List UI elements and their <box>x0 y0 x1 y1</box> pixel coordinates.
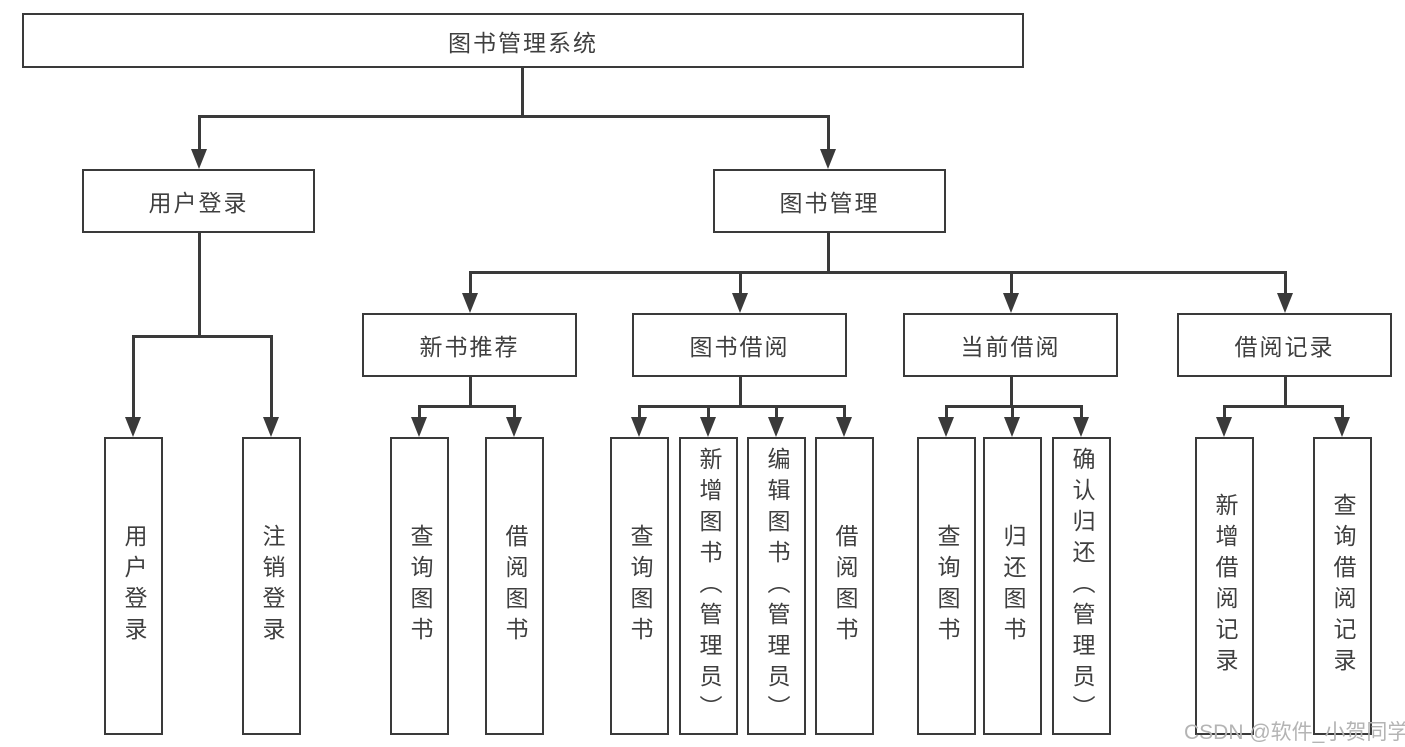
leaf-borrow-books: 借阅图书 <box>815 437 874 735</box>
connector-hline <box>468 270 1287 274</box>
node-label: 借阅图书 <box>502 524 528 648</box>
node-library-management-system: 图书管理系统 <box>22 13 1024 68</box>
node-label: 用户登录 <box>148 190 249 216</box>
leaf-add-books-admin: 新增图书（管理员） <box>679 437 738 735</box>
arrowhead-down-icon <box>631 417 647 437</box>
connector-hline <box>417 404 516 408</box>
connector-arrow-shaft <box>826 116 830 155</box>
connector-arrow-shaft <box>944 406 948 423</box>
leaf-user-login: 用户登录 <box>104 437 163 735</box>
arrowhead-down-icon <box>700 417 716 437</box>
leaf-query-books-borrowing: 查询图书 <box>610 437 669 735</box>
connector-arrow-shaft <box>512 406 516 423</box>
connector-hline <box>197 114 830 118</box>
connector-arrow-shaft <box>842 406 846 423</box>
arrowhead-down-icon <box>1004 417 1020 437</box>
connector-arrow-shaft <box>468 272 472 299</box>
leaf-add-borrow-record: 新增借阅记录 <box>1195 437 1254 735</box>
node-book-management: 图书管理 <box>713 169 946 233</box>
connector-arrow-shaft <box>1009 272 1013 299</box>
leaf-borrow-books-recommend: 借阅图书 <box>485 437 544 735</box>
connector-arrow-shaft <box>1340 406 1344 423</box>
leaf-edit-books-admin: 编辑图书（管理员） <box>747 437 806 735</box>
connector-arrow-shaft <box>269 336 273 423</box>
arrowhead-down-icon <box>820 149 836 169</box>
node-label: 图书管理 <box>779 190 880 216</box>
connector-arrow-shaft <box>1222 406 1226 423</box>
watermark: CSDN @软件_小贺同学 <box>1184 721 1405 744</box>
arrowhead-down-icon <box>732 293 748 313</box>
leaf-return-books: 归还图书 <box>983 437 1042 735</box>
arrowhead-down-icon <box>1216 417 1232 437</box>
arrowhead-down-icon <box>411 417 427 437</box>
arrowhead-down-icon <box>506 417 522 437</box>
connector-arrow-shaft <box>1079 406 1083 423</box>
leaf-query-borrow-record: 查询借阅记录 <box>1313 437 1372 735</box>
node-label: 新书推荐 <box>419 334 520 360</box>
arrowhead-down-icon <box>1003 293 1019 313</box>
connector-arrow-shaft <box>417 406 421 423</box>
connector-arrow-shaft <box>738 272 742 299</box>
node-label: 查询借阅记录 <box>1330 493 1356 679</box>
node-label: 归还图书 <box>1000 524 1026 648</box>
node-label: 图书借阅 <box>689 334 790 360</box>
node-label: 查询图书 <box>627 524 653 648</box>
arrowhead-down-icon <box>1277 293 1293 313</box>
leaf-confirm-return-admin: 确认归还（管理员） <box>1052 437 1111 735</box>
connector-vline <box>520 68 524 116</box>
connector-arrow-shaft <box>1010 406 1014 423</box>
node-label: 新增借阅记录 <box>1212 493 1238 679</box>
arrowhead-down-icon <box>125 417 141 437</box>
connector-hline <box>1222 404 1344 408</box>
connector-vline <box>1283 377 1287 406</box>
node-label: 确认归还（管理员） <box>1069 446 1095 726</box>
node-label: 注销登录 <box>259 524 285 648</box>
node-label: 用户登录 <box>121 524 147 648</box>
node-current-borrowing: 当前借阅 <box>903 313 1118 377</box>
node-new-book-recommendation: 新书推荐 <box>362 313 577 377</box>
node-label: 借阅图书 <box>832 524 858 648</box>
connector-vline <box>468 377 472 406</box>
connector-arrow-shaft <box>131 336 135 423</box>
arrowhead-down-icon <box>1334 417 1350 437</box>
connector-arrow-shaft <box>1283 272 1287 299</box>
node-label: 借阅记录 <box>1234 334 1335 360</box>
node-label: 查询图书 <box>407 524 433 648</box>
node-label: 查询图书 <box>934 524 960 648</box>
node-label: 编辑图书（管理员） <box>764 446 790 726</box>
leaf-query-books-recommend: 查询图书 <box>390 437 449 735</box>
arrowhead-down-icon <box>1073 417 1089 437</box>
connector-vline <box>826 233 830 272</box>
connector-hline <box>944 404 1083 408</box>
connector-vline <box>738 377 742 406</box>
arrowhead-down-icon <box>263 417 279 437</box>
arrowhead-down-icon <box>462 293 478 313</box>
connector-hline <box>131 334 273 338</box>
connector-hline <box>637 404 846 408</box>
node-label: 图书管理系统 <box>448 29 598 56</box>
node-user-login: 用户登录 <box>82 169 315 233</box>
connector-arrow-shaft <box>637 406 641 423</box>
arrowhead-down-icon <box>938 417 954 437</box>
connector-arrow-shaft <box>706 406 710 423</box>
arrowhead-down-icon <box>768 417 784 437</box>
arrowhead-down-icon <box>191 149 207 169</box>
connector-arrow-shaft <box>774 406 778 423</box>
connector-vline <box>197 233 201 336</box>
connector-vline <box>1009 377 1013 406</box>
node-book-borrowing: 图书借阅 <box>632 313 847 377</box>
node-label: 新增图书（管理员） <box>696 446 722 726</box>
leaf-query-books-current: 查询图书 <box>917 437 976 735</box>
node-label: 当前借阅 <box>960 334 1061 360</box>
node-borrowing-records: 借阅记录 <box>1177 313 1392 377</box>
arrowhead-down-icon <box>836 417 852 437</box>
leaf-logout: 注销登录 <box>242 437 301 735</box>
connector-arrow-shaft <box>197 116 201 155</box>
